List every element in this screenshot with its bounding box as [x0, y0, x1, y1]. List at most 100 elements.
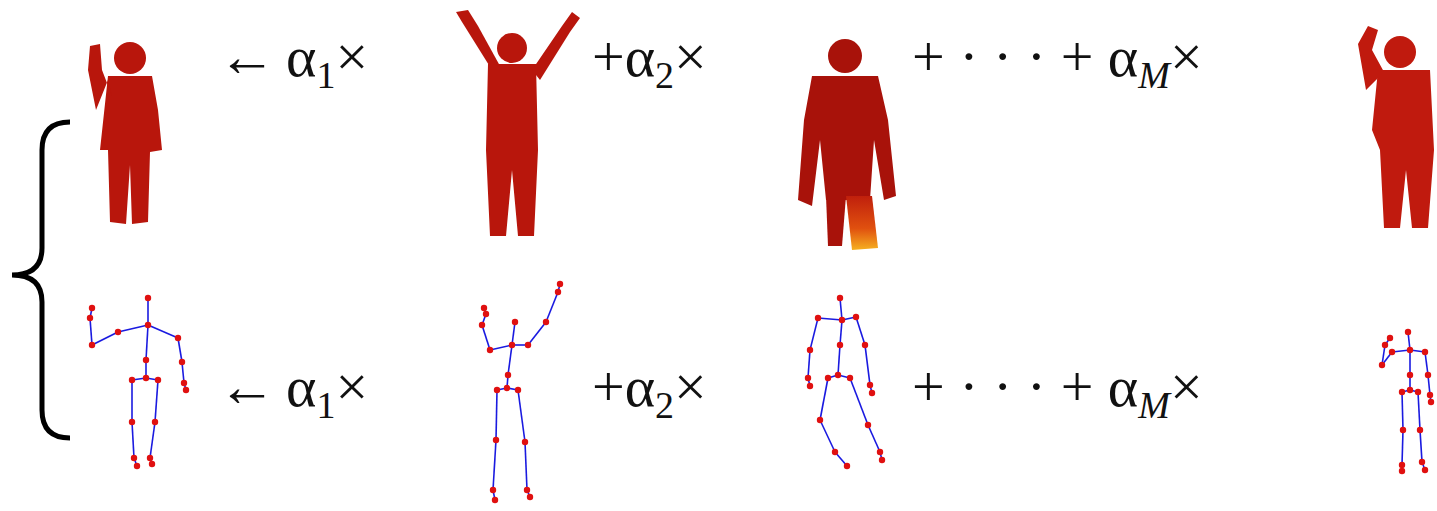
- skeleton-joint: [1407, 372, 1413, 378]
- skeleton-joint: [522, 439, 528, 445]
- skeleton-joint: [115, 329, 121, 335]
- skeleton-joint: [832, 449, 838, 455]
- skeleton-bone: [528, 322, 546, 345]
- skeleton-joint: [1405, 329, 1411, 335]
- skeleton-bone: [118, 325, 148, 332]
- skeleton-joint: [867, 382, 873, 388]
- math-symbol: + · · · + α: [912, 24, 1138, 89]
- skeleton-joint: [145, 322, 151, 328]
- skeleton-joint: [155, 377, 161, 383]
- skeleton-joint: [527, 494, 533, 500]
- skeleton-joint: [862, 342, 868, 348]
- skeleton-joint: [1382, 342, 1388, 348]
- skeleton-figure: [87, 295, 189, 469]
- skeleton-joint: [89, 305, 95, 311]
- skeleton-joint: [557, 281, 563, 287]
- skeleton-joint: [1427, 392, 1433, 398]
- depth-silhouette: [798, 39, 896, 250]
- skeleton-figure: [805, 295, 885, 469]
- depth-silhouette: [1358, 26, 1434, 228]
- skeleton-bone: [850, 378, 868, 425]
- skeleton-bone: [493, 440, 496, 490]
- skeleton-joint: [1422, 467, 1428, 473]
- skeleton-joint: [147, 455, 153, 461]
- formula-term: +α2×: [592, 22, 707, 110]
- skeleton-joint: [807, 383, 813, 389]
- skeleton-joint: [837, 342, 843, 348]
- skeleton-joint: [1399, 462, 1405, 468]
- skeleton-joint: [853, 314, 859, 320]
- skeleton-joint: [879, 457, 885, 463]
- math-symbol: ×: [674, 24, 707, 89]
- skeleton-joint: [143, 357, 149, 363]
- skeleton-joint: [131, 455, 137, 461]
- skeleton-joint: [504, 385, 510, 391]
- skeleton-joint: [512, 319, 518, 325]
- depth-silhouette: [88, 42, 162, 224]
- skeleton-joint: [1407, 387, 1413, 393]
- skeleton-joint: [89, 342, 95, 348]
- depth-silhouette: [456, 10, 580, 236]
- skeleton-bone: [518, 390, 525, 442]
- math-symbol: ←: [218, 24, 276, 89]
- skeleton-joint: [129, 377, 135, 383]
- math-symbol: +α: [592, 354, 655, 419]
- skeleton-bone: [508, 345, 512, 375]
- skeleton-joint: [839, 317, 845, 323]
- skeleton-joint: [1419, 459, 1425, 465]
- skeleton-bone: [868, 425, 880, 452]
- skeleton-joint: [149, 461, 155, 467]
- subscript-index: M: [1138, 54, 1170, 96]
- skeleton-joint: [1389, 349, 1395, 355]
- skeleton-joint: [490, 487, 496, 493]
- skeleton-joint: [481, 305, 487, 311]
- skeleton-joint: [825, 375, 831, 381]
- skeleton-bone: [146, 325, 148, 360]
- skeleton-bone: [90, 318, 92, 345]
- skeleton-bone: [808, 350, 810, 378]
- skeleton-joint: [807, 347, 813, 353]
- skeleton-joint: [1379, 362, 1385, 368]
- math-symbol: ×: [674, 354, 707, 419]
- skeleton-joint: [175, 335, 181, 341]
- skeleton-joint: [1417, 427, 1423, 433]
- skeleton-bone: [820, 378, 828, 420]
- subscript-index: 2: [655, 384, 674, 426]
- skeleton-joint: [1400, 427, 1406, 433]
- skeleton-joint: [865, 422, 871, 428]
- skeleton-joint: [509, 342, 515, 348]
- skeleton-joint: [525, 342, 531, 348]
- skeleton-joint: [543, 319, 549, 325]
- skeleton-bone: [525, 442, 527, 490]
- skeleton-bone: [840, 320, 842, 345]
- formula-term: ←: [218, 22, 276, 92]
- skeleton-bone: [150, 422, 155, 458]
- formula-term: + · · · + αM×: [912, 22, 1203, 110]
- skeleton-joint: [1407, 347, 1413, 353]
- subscript-index: 1: [316, 54, 335, 96]
- math-symbol: ×: [1170, 24, 1203, 89]
- skeleton-bone: [148, 325, 178, 338]
- skeleton-joint: [152, 419, 158, 425]
- skeleton-joint: [869, 390, 875, 396]
- skeleton-bone: [490, 345, 512, 350]
- skeleton-joint: [837, 295, 843, 301]
- skeleton-joint: [515, 387, 521, 393]
- skeleton-figure: [479, 281, 563, 503]
- skeleton-bone: [482, 325, 490, 350]
- skeleton-bone: [840, 298, 842, 320]
- skeleton-joint: [134, 463, 140, 469]
- skeleton-joint: [87, 315, 93, 321]
- skeleton-bone: [512, 322, 515, 345]
- subscript-index: 2: [655, 54, 674, 96]
- skeleton-joint: [1399, 468, 1405, 474]
- skeleton-joint: [479, 322, 485, 328]
- formula-term: + · · · + αM×: [912, 352, 1203, 440]
- skeleton-bone: [131, 380, 133, 422]
- skeleton-bone: [1425, 352, 1428, 375]
- subscript-index: 1: [316, 384, 335, 426]
- skeleton-joint: [494, 387, 500, 393]
- skeleton-joint: [1399, 389, 1405, 395]
- bracket: [12, 122, 70, 438]
